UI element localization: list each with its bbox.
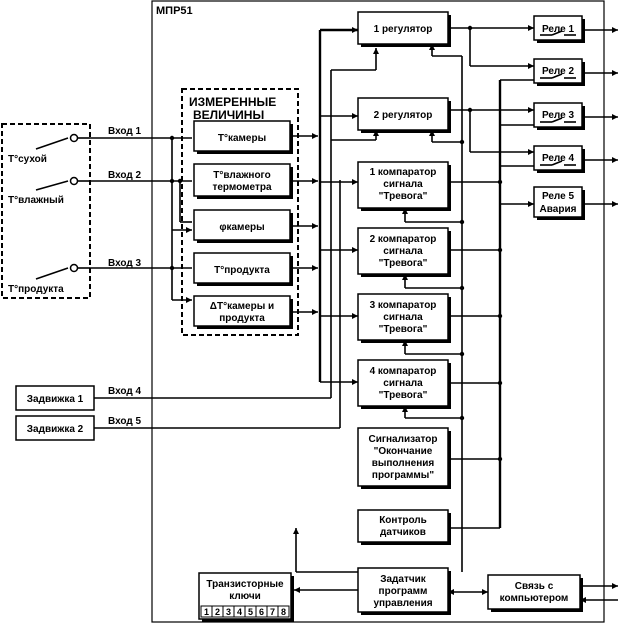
measured-product-temp: Т°продукта: [193, 252, 293, 286]
svg-text:"Окончание: "Окончание: [374, 446, 433, 457]
comparator-3: 3 компаратор сигнала "Тревога": [357, 293, 451, 343]
sensor-wet: Т°влажный: [8, 176, 90, 206]
input-3-label: Вход 3: [108, 258, 142, 269]
sensor-control: Контроль датчиков: [357, 509, 451, 545]
svg-text:сигнала: сигнала: [383, 312, 423, 323]
svg-text:сигнала: сигнала: [383, 378, 423, 389]
svg-text:сигнала: сигнала: [383, 179, 423, 190]
sensor-dry: Т°сухой: [8, 133, 90, 165]
svg-text:управления: управления: [373, 598, 432, 609]
transistor-key-number: 1: [204, 607, 209, 617]
device-frame: [151, 0, 605, 623]
svg-text:программы": программы": [372, 470, 434, 481]
computer-link: Связь с компьютером: [487, 574, 583, 612]
relay-2: Реле 2: [533, 58, 585, 86]
comparator-1: 1 компаратор сигнала "Тревога": [357, 161, 451, 211]
sensor-product: Т°продукта: [8, 263, 90, 295]
transistor-key-number: 6: [259, 607, 264, 617]
transistor-key-number: 2: [215, 607, 220, 617]
svg-text:Задатчик: Задатчик: [380, 574, 427, 585]
svg-text:Контроль: Контроль: [379, 515, 427, 526]
comparator-2: 2 компаратор сигнала "Тревога": [357, 227, 451, 277]
svg-text:программ: программ: [379, 586, 428, 597]
svg-text:датчиков: датчиков: [380, 527, 426, 538]
svg-text:термометра: термометра: [212, 182, 272, 193]
input-1-label: Вход 1: [108, 126, 142, 137]
input-4-label: Вход 4: [108, 386, 142, 397]
transistor-key-number: 5: [248, 607, 253, 617]
measured-group: [181, 88, 299, 336]
svg-text:ΔТ°камеры и: ΔТ°камеры и: [210, 301, 274, 312]
svg-text:"Тревога": "Тревога": [379, 258, 428, 269]
svg-text:Т°камеры: Т°камеры: [218, 133, 266, 144]
svg-text:Т°влажного: Т°влажного: [213, 170, 270, 181]
svg-text:2 компаратор: 2 компаратор: [370, 234, 437, 245]
svg-text:Задвижка 1: Задвижка 1: [27, 394, 84, 405]
svg-text:Т°продукта: Т°продукта: [214, 265, 270, 276]
svg-text:Реле 3: Реле 3: [542, 110, 575, 121]
measured-wet-bulb-temp: Т°влажного термометра: [193, 163, 293, 199]
measured-group-line1: ИЗМЕРЕННЫЕ: [189, 95, 276, 109]
svg-text:2 регулятор: 2 регулятор: [374, 110, 433, 121]
svg-text:3 компаратор: 3 компаратор: [370, 300, 437, 311]
signalizer-program-end: Сигнализатор "Окончание выполнения прогр…: [357, 427, 451, 489]
svg-text:Задвижка 2: Задвижка 2: [27, 424, 84, 435]
regulator-1: 1 регулятор: [357, 11, 451, 47]
svg-text:"Тревога": "Тревога": [379, 191, 428, 202]
svg-text:Реле 2: Реле 2: [542, 66, 575, 77]
transistor-key-number: 3: [226, 607, 231, 617]
input-2-label: Вход 2: [108, 170, 142, 181]
transistor-key-number: 8: [281, 607, 286, 617]
svg-text:4 компаратор: 4 компаратор: [370, 366, 437, 377]
sensor-dry-label: Т°сухой: [8, 154, 47, 165]
svg-text:1 компаратор: 1 компаратор: [370, 167, 437, 178]
measured-delta-temp: ΔТ°камеры и продукта: [193, 295, 293, 329]
svg-text:Связь с: Связь с: [515, 581, 554, 592]
svg-text:"Тревога": "Тревога": [379, 324, 428, 335]
svg-text:Реле 1: Реле 1: [542, 24, 575, 35]
svg-text:Реле 5: Реле 5: [542, 191, 575, 202]
valve-1: Задвижка 1: [15, 385, 95, 411]
regulator-2: 2 регулятор: [357, 97, 451, 133]
transistor-key-number: 4: [237, 607, 242, 617]
measured-chamber-humidity: φкамеры: [193, 209, 293, 243]
relay-3: Реле 3: [533, 102, 585, 130]
transistor-key-number: 7: [270, 607, 275, 617]
relay-1: Реле 1: [533, 15, 585, 43]
device-title: МПР51: [156, 5, 193, 17]
svg-text:1 регулятор: 1 регулятор: [374, 24, 433, 35]
valve-2: Задвижка 2: [15, 415, 95, 441]
sensor-wet-label: Т°влажный: [8, 195, 64, 206]
sensors-group: [1, 123, 91, 299]
comparator-4: 4 компаратор сигнала "Тревога": [357, 359, 451, 409]
svg-text:ключи: ключи: [229, 591, 261, 602]
measured-group-line2: ВЕЛИЧИНЫ: [193, 108, 264, 122]
svg-text:φкамеры: φкамеры: [219, 222, 264, 233]
svg-text:"Тревога": "Тревога": [379, 390, 428, 401]
svg-text:Транзисторные: Транзисторные: [206, 579, 284, 590]
svg-text:продукта: продукта: [219, 313, 265, 324]
sensor-product-label: Т°продукта: [8, 284, 64, 295]
transistor-key-cell: [277, 605, 290, 618]
measured-chamber-temp: Т°камеры: [193, 120, 293, 154]
input-5-label: Вход 5: [108, 416, 142, 427]
svg-text:Сигнализатор: Сигнализатор: [368, 434, 437, 445]
svg-text:сигнала: сигнала: [383, 246, 423, 257]
svg-text:Авария: Авария: [540, 204, 577, 215]
relay-4: Реле 4: [533, 145, 585, 173]
svg-text:компьютером: компьютером: [500, 593, 569, 604]
svg-text:Реле 4: Реле 4: [542, 153, 575, 164]
program-setter: Задатчик программ управления: [357, 567, 451, 615]
svg-text:выполнения: выполнения: [372, 458, 435, 469]
relay-5-alarm: Реле 5 Авария: [533, 186, 585, 220]
